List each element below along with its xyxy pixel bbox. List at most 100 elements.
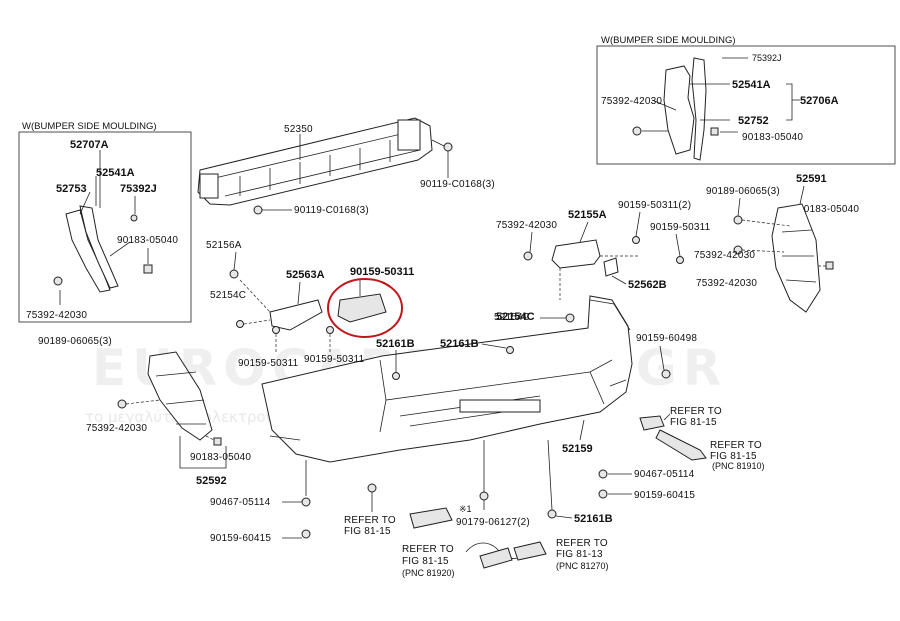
part-label: 52161B [376,338,415,350]
part-label: 75392-42030 [496,220,557,231]
ref-label: REFER TO [344,515,396,526]
bumper-cover [261,295,633,463]
part-label: 52154C [496,311,535,323]
ref-label: REFER TO [710,440,762,451]
highlight-circle [327,278,403,338]
clip-part [479,491,489,501]
inset-left: W(BUMPER SIDE MOULDING) 52707A 52541A 52… [18,121,192,323]
bolt-part [598,489,608,499]
part-label: 52161B [574,513,613,525]
side-retainer-left [147,351,213,441]
part-label: 52591 [796,173,827,185]
part-label: 90159-60498 [636,333,697,344]
part-label: 52154C [494,312,530,323]
clip-part [392,372,400,380]
clip-part [53,276,63,286]
reflector-part [639,415,665,431]
ref-label: REFER TO [670,406,722,417]
lamp-part [513,541,547,561]
reinforcement-beam [197,117,433,206]
part-label: 75392-42030 [694,250,755,261]
bolt-part [272,326,280,334]
part-label: 90159-50311 [650,222,711,233]
ref-label: (PNC 81270) [556,561,609,571]
side-retainer-right [771,203,821,313]
bracket-52562b [603,257,619,277]
part-label: 52154C [210,290,246,301]
ref-label: (PNC 81910) [712,461,765,471]
bolt-part [676,256,684,264]
inset-right-label: 75392-42030 [601,96,662,107]
inset-left-label: 52753 [56,183,87,195]
bolt-part [253,205,263,215]
bolt-part [632,236,640,244]
clip-part [547,509,557,519]
moulding-part [65,209,111,293]
part-label: 90189-06065(3) [38,336,112,347]
ref-label: FIG 81-15 [670,417,717,428]
nut-part [213,437,222,446]
part-label: 90159-50311 [238,358,299,369]
part-label: 52563A [286,269,325,281]
inset-right: W(BUMPER SIDE MOULDING) 75392J 52541A 52… [596,35,896,165]
part-label: 52562B [628,279,667,291]
nut-part [825,261,834,270]
part-label: 90179-06127(2) [456,517,530,528]
ref-label: REFER TO [402,544,454,555]
part-label: 52159 [562,443,593,455]
part-label: 75392-42030 [86,423,147,434]
clip-part [632,126,642,136]
ref-label: FIG 81-15 [344,526,391,537]
part-label: 52350 [284,124,313,135]
part-label: 90183-05040 [798,204,859,215]
inset-left-title: W(BUMPER SIDE MOULDING) [22,121,157,132]
lamp-part [479,547,513,569]
part-label: 90189-06065(3) [706,186,780,197]
inset-left-label: 75392J [120,183,157,195]
clip-part [229,269,239,279]
part-label: 90159-50311 [304,354,365,365]
moulding-part [663,65,695,155]
inset-right-label: 52752 [738,115,769,127]
part-label: 90119-C0168(3) [420,179,495,190]
bolt-part [367,483,377,493]
part-label: 90467-05114 [210,497,271,508]
reflector-part [409,507,453,529]
part-label: 52155A [568,209,607,221]
inset-right-label: 52706A [800,95,839,107]
part-label: 90467-05114 [634,469,695,480]
inset-left-label: 52541A [96,167,135,179]
bracket-52155a [551,239,601,269]
nut-part [143,264,153,274]
ref-label: (PNC 81920) [402,568,455,578]
part-label: 90159-50311(2) [618,200,691,211]
inset-left-label: 90183-05040 [117,235,178,246]
clip-part [117,399,127,409]
note-mark: ※1 [459,504,472,514]
inset-right-title: W(BUMPER SIDE MOULDING) [601,35,736,46]
part-label: 90183-05040 [190,452,251,463]
part-label: 52161B [440,338,479,350]
bolt-part [301,529,311,539]
part-label: 90159-60415 [210,533,271,544]
inset-right-label: 52541A [732,79,771,91]
ref-label: FIG 81-15 [402,556,449,567]
part-label: 90119-C0168(3) [294,205,369,216]
bolt-part [236,320,244,328]
inset-right-label: 75392J [752,53,782,63]
bolt-part [443,142,453,152]
part-label: 90159-50311 [350,266,414,278]
bolt-part [598,469,608,479]
moulding-strip [79,205,119,289]
inset-left-label: 52707A [70,139,109,151]
bolt-part [733,215,743,225]
bracket-52563a [337,293,387,323]
clip-part [506,346,514,354]
ref-label: REFER TO [556,538,608,549]
clip-part [523,251,533,261]
part-label: 90159-60415 [634,490,695,501]
part-label: 52592 [196,475,227,487]
clip-part [130,214,138,222]
